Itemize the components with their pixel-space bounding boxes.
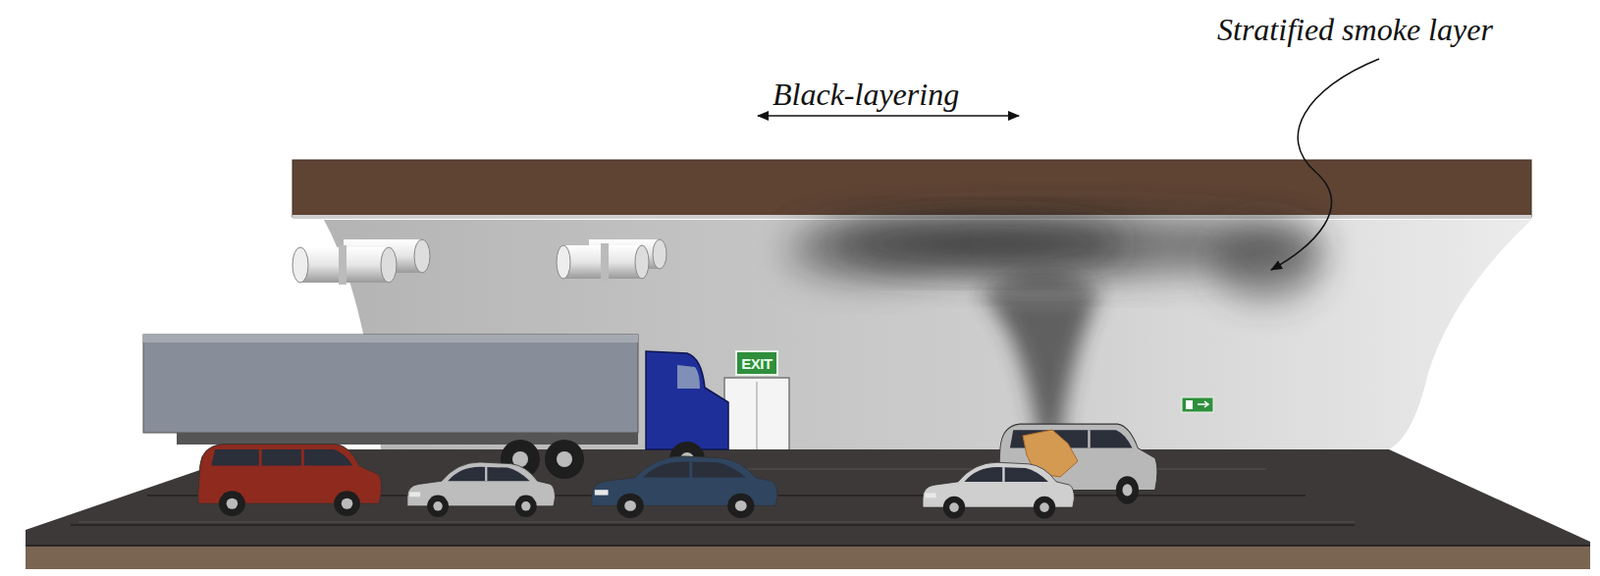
- smoke: [785, 213, 1326, 447]
- car: [922, 462, 1074, 519]
- leader-line: [1271, 58, 1380, 270]
- ceiling-edge: [292, 214, 1532, 219]
- exit-pictogram: [1181, 397, 1214, 413]
- annotation-label: Stratified smoke layer: [1217, 11, 1494, 49]
- suv: [198, 444, 382, 518]
- jet-fan: [556, 239, 667, 281]
- jet-fan: [292, 239, 430, 285]
- exit-sign: EXIT: [735, 350, 779, 376]
- car: [591, 456, 778, 519]
- annotation-label: Black-layering: [772, 76, 960, 113]
- exit-door: [724, 377, 790, 451]
- dimension-arrow: [757, 114, 1019, 117]
- car: [407, 462, 556, 518]
- ceiling-slab: [292, 160, 1532, 217]
- sign-text: EXIT: [741, 355, 772, 373]
